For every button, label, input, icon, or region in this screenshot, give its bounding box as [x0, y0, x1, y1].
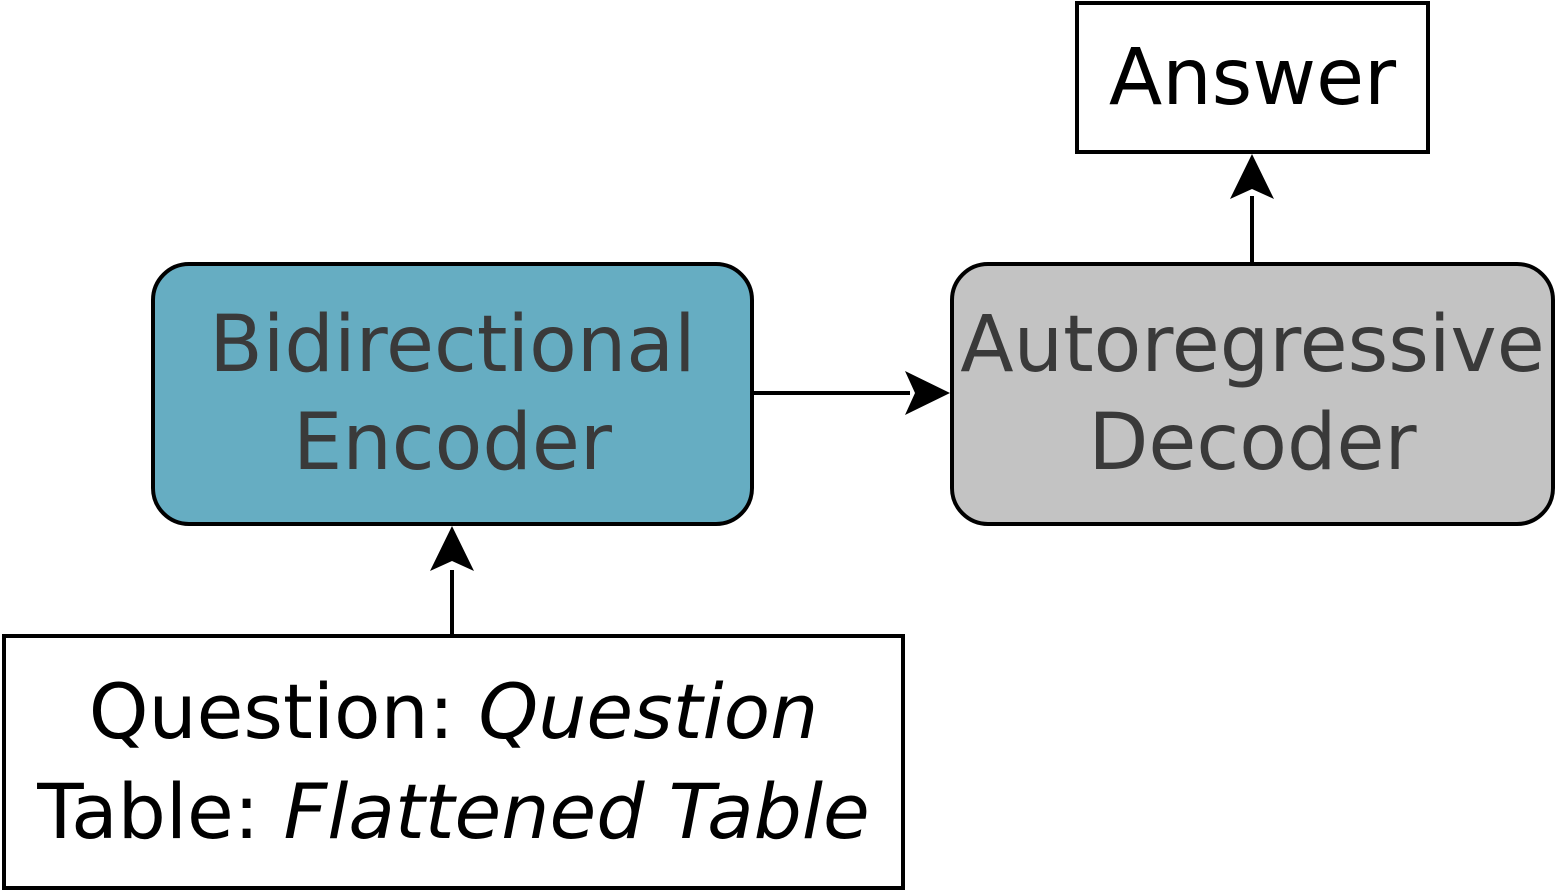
decoder-label-line2: Decoder: [1088, 398, 1417, 488]
arrow-encoder-to-decoder: [754, 371, 950, 415]
answer-label: Answer: [1108, 32, 1397, 123]
arrow-decoder-to-answer: [1230, 154, 1274, 262]
encoder-label-line2: Encoder: [293, 398, 612, 488]
question-key: Question:: [88, 667, 455, 756]
table-key: Table:: [37, 767, 260, 856]
decoder-label-line1: Autoregressive: [960, 300, 1545, 390]
encoder-label-line1: Bidirectional: [209, 300, 696, 390]
table-line: Table: Flattened Table: [37, 762, 870, 862]
arrow-input-to-encoder: [430, 526, 474, 634]
answer-node: Answer: [1075, 1, 1430, 154]
table-value: Flattened Table: [283, 767, 870, 856]
input-node: Question: Question Table: Flattened Tabl…: [2, 634, 905, 890]
autoregressive-decoder-node: Autoregressive Decoder: [950, 262, 1555, 526]
question-value: Question: [478, 667, 819, 756]
bidirectional-encoder-node: Bidirectional Encoder: [151, 262, 754, 526]
question-line: Question: Question: [89, 662, 819, 762]
